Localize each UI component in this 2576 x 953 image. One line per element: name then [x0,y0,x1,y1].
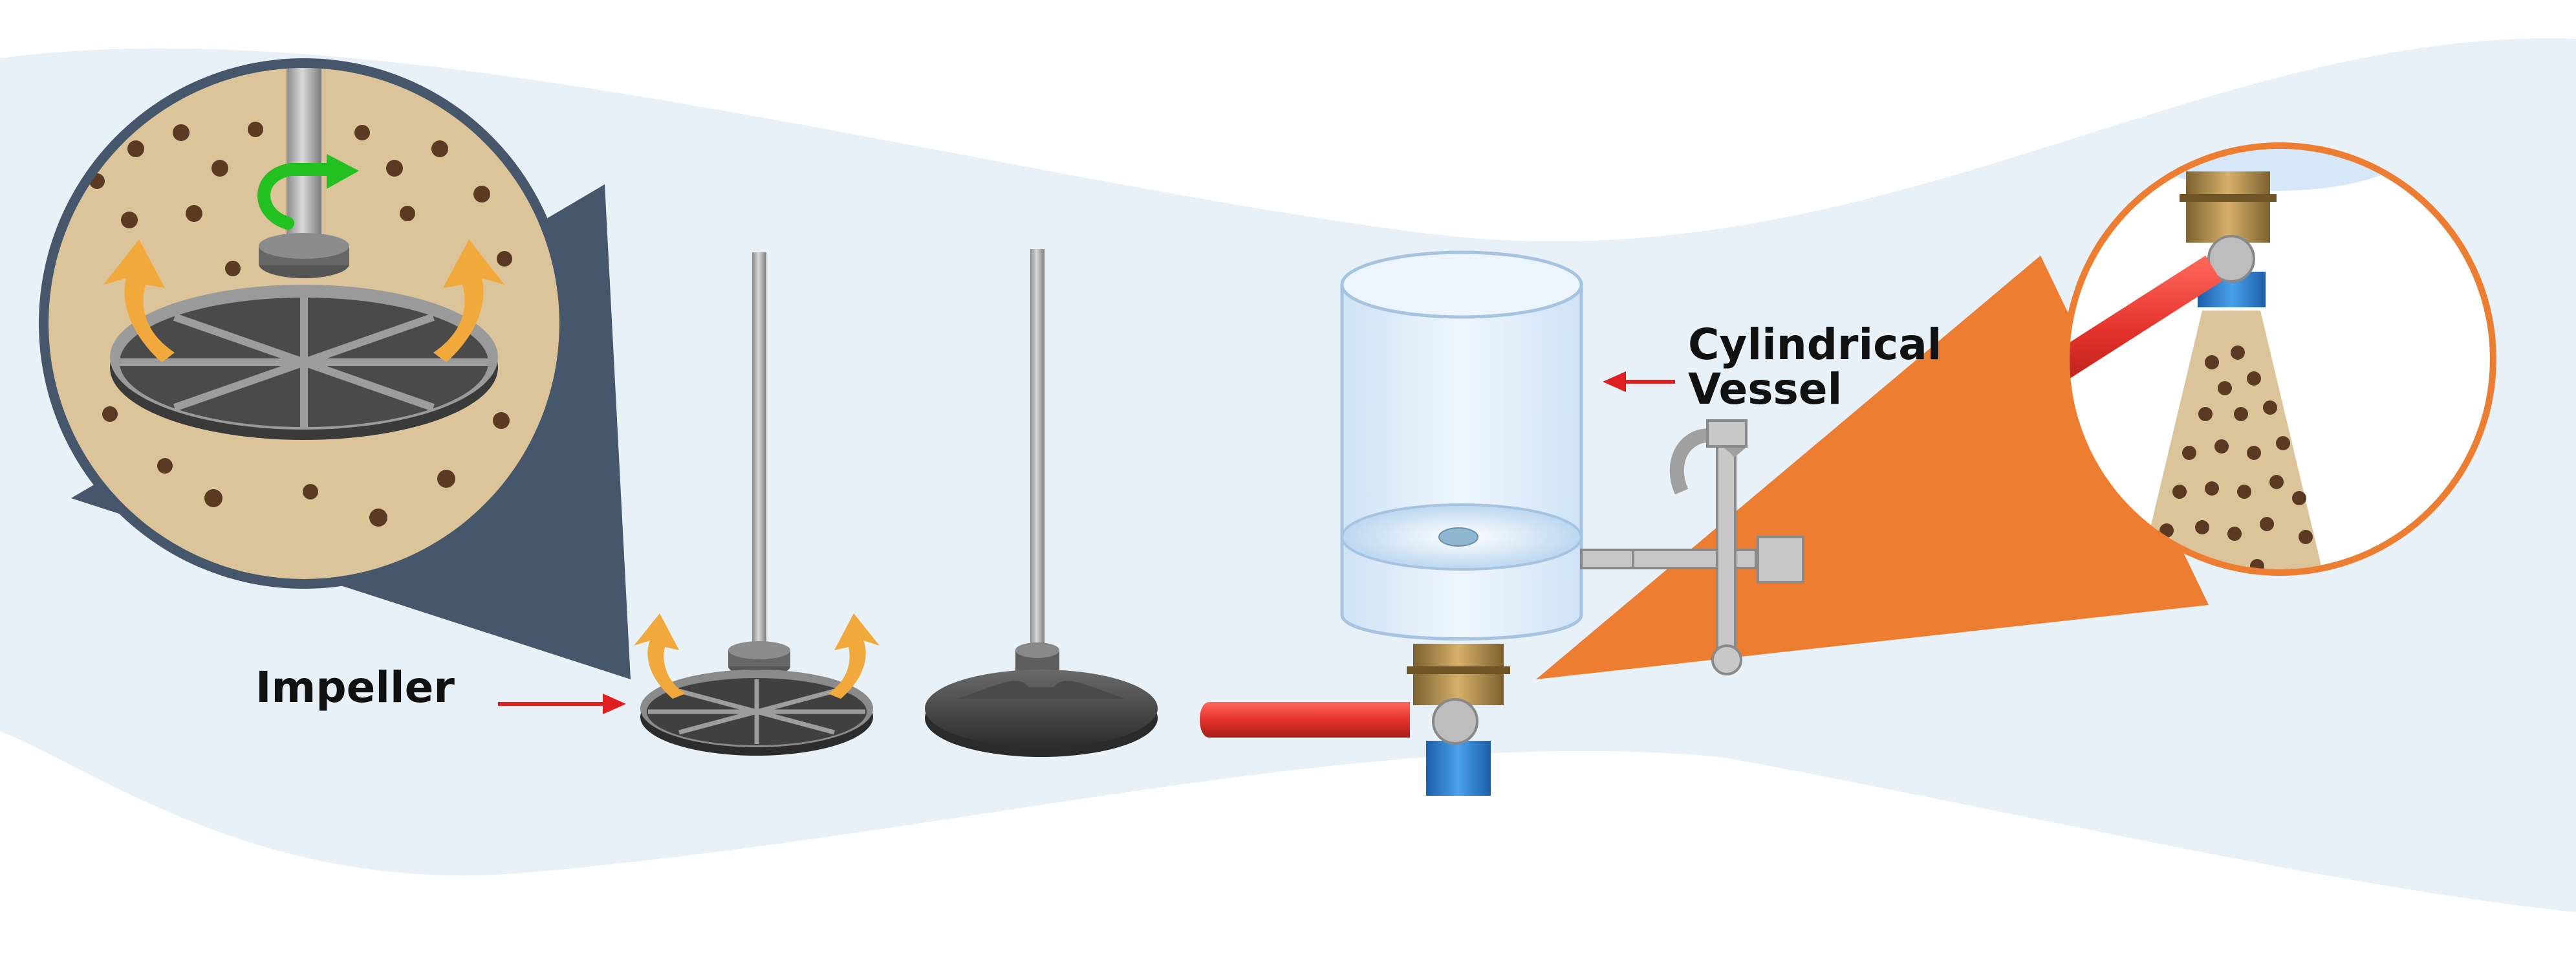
vessel-label-line1: Cylindrical [1688,320,1942,369]
vessel-pointer-arrow [1603,371,1675,392]
outlet-zoom-view [2070,149,2490,569]
rotation-arrow-icon [257,163,336,230]
cylindrical-vessel [1340,250,1583,641]
vessel-label-line2: Vessel [1688,364,1843,415]
callout-wedge-right [1536,256,2209,679]
bottom-valve [1200,644,1510,796]
particles-zoom-left [89,122,512,527]
particle-stream [2134,311,2328,569]
impeller-pointer-arrow [498,694,626,714]
background-band [0,38,2576,912]
impeller-label: Impeller [255,663,455,712]
side-clamp [1580,419,1804,675]
flow-arrow-icon [103,239,504,362]
impeller-open [634,252,880,756]
vessel-label: Cylindrical Vessel [1688,322,1942,412]
impeller-zoom-view [49,68,559,579]
impeller-solid [925,249,1158,757]
